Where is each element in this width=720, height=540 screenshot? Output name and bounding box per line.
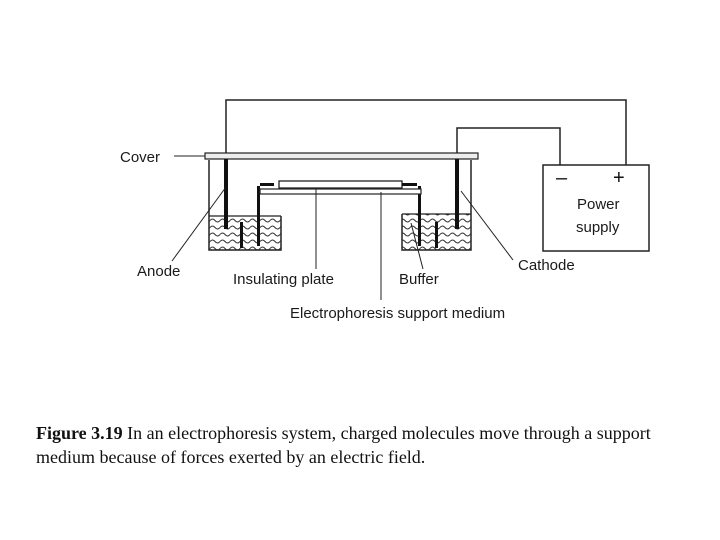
cathode-wire — [456, 127, 561, 165]
figure-number: Figure 3.19 — [36, 423, 123, 443]
cathode-leader — [460, 190, 514, 261]
power-plus-symbol: + — [613, 167, 625, 189]
caption-text: In an electrophoresis system, charged mo… — [36, 423, 651, 467]
leader-lines — [171, 155, 514, 300]
bridge-minus-mark — [260, 183, 274, 186]
left-buffer-tank — [208, 159, 282, 251]
cathode-side-bar — [402, 183, 417, 186]
left-paper-strip — [257, 186, 260, 246]
insulating-plate-label: Insulating plate — [233, 271, 334, 288]
insulating-plate — [278, 180, 403, 189]
support-medium-strip — [259, 188, 422, 195]
right-buffer-tank — [401, 159, 472, 251]
figure-caption: Figure 3.19 In an electrophoresis system… — [36, 421, 686, 469]
anode-wire — [225, 99, 627, 165]
cover-plate — [204, 152, 479, 160]
cover-label: Cover — [120, 149, 160, 166]
buffer-leader — [410, 222, 424, 270]
anode-leader — [171, 186, 227, 262]
buffer-label: Buffer — [399, 271, 439, 288]
anode-electrode — [224, 159, 228, 229]
wires — [225, 99, 627, 165]
support-medium-label: Electrophoresis support medium — [290, 305, 505, 322]
right-paper-strip — [418, 186, 421, 246]
power-minus-symbol: – — [556, 167, 568, 189]
cathode-label: Cathode — [518, 257, 575, 274]
power-supply-box — [542, 164, 650, 252]
power-supply-label-line2: supply — [576, 219, 620, 236]
anode-label: Anode — [137, 263, 180, 280]
power-supply-label-line1: Power — [577, 196, 620, 213]
left-buffer-liquid — [209, 216, 281, 250]
bridge — [259, 180, 422, 195]
left-tank-wall — [208, 160, 282, 251]
cathode-electrode — [455, 159, 459, 229]
power-supply[interactable]: – + Power supply — [542, 164, 650, 252]
